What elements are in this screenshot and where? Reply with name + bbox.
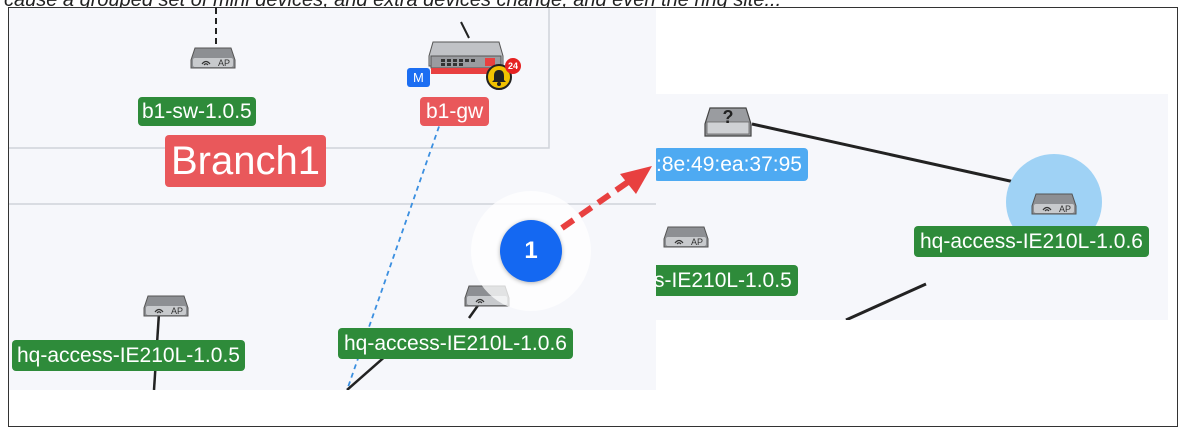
svg-text:AP: AP xyxy=(171,306,183,316)
device-label[interactable]: hq-access-IE210L-1.0.6 xyxy=(338,328,573,359)
ap-device-icon[interactable]: AP xyxy=(190,46,236,70)
device-label[interactable]: b1-sw-1.0.5 xyxy=(138,97,256,126)
svg-text:AP: AP xyxy=(1059,204,1071,214)
gateway-device-icon[interactable] xyxy=(427,38,507,82)
topology-canvas-right[interactable]: ? :8e:49:ea:37:95 AP hq-access-IE210L-1.… xyxy=(656,94,1168,320)
link-hq-106-a xyxy=(346,352,390,390)
ap-device-icon[interactable]: AP xyxy=(663,225,709,249)
topology-canvas-left[interactable]: AP b1-sw-1.0.5 M 24 b1-gw Branch1 xyxy=(9,8,656,390)
caption-text: cause a grouped set of mini devices, and… xyxy=(4,0,782,11)
link-gw-uplink xyxy=(460,21,470,39)
link-unknown-to-hq106 xyxy=(751,122,1047,191)
device-label[interactable]: s-IE210L-1.0.5 xyxy=(656,265,798,296)
site-label[interactable]: Branch1 xyxy=(165,135,326,187)
device-label[interactable]: hq-access-IE210L-1.0.6 xyxy=(914,226,1149,257)
alert-bell-icon[interactable] xyxy=(486,64,512,90)
svg-text:AP: AP xyxy=(691,237,703,247)
ap-device-icon[interactable]: AP xyxy=(1031,192,1077,216)
svg-text:?: ? xyxy=(723,107,734,127)
right-links xyxy=(751,122,1047,320)
gateway-label[interactable]: b1-gw xyxy=(420,97,490,126)
link-hq106-down xyxy=(845,282,927,320)
alert-count-badge: 24 xyxy=(505,58,521,74)
device-label[interactable]: hq-access-IE210L-1.0.5 xyxy=(12,340,245,371)
svg-text:AP: AP xyxy=(218,58,230,68)
unknown-device-icon[interactable]: ? xyxy=(704,106,752,138)
ap-device-icon[interactable]: AP xyxy=(143,294,189,318)
gateway-role-badge: M xyxy=(407,68,430,87)
step-marker: 1 xyxy=(500,220,562,282)
link-gw-dashed xyxy=(346,117,443,390)
mac-address-label[interactable]: :8e:49:ea:37:95 xyxy=(656,148,808,181)
